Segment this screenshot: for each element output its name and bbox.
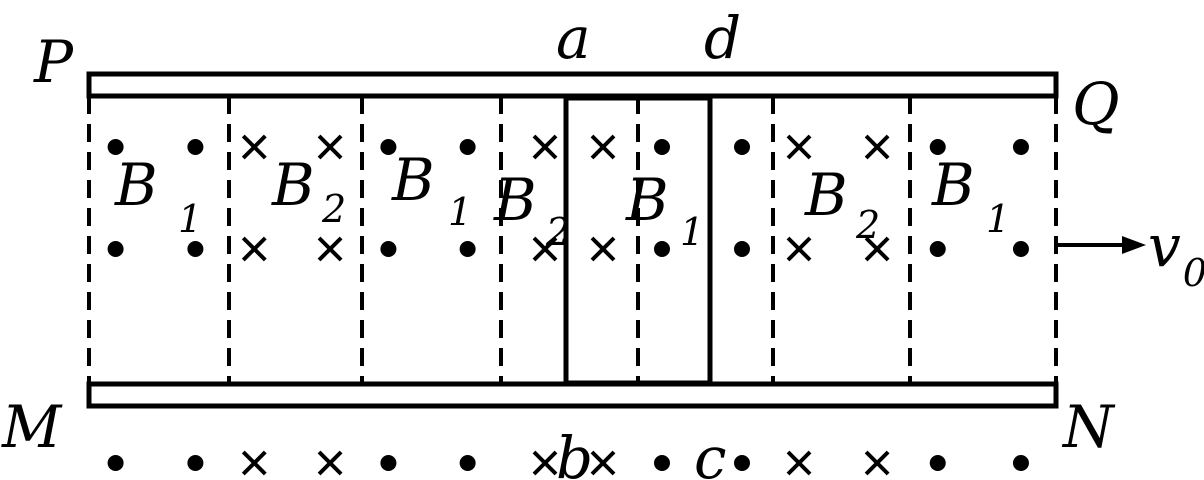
field-in-cross — [864, 236, 890, 262]
label-p: P — [33, 28, 74, 96]
field-in-cross — [241, 134, 267, 160]
region-label-b: B — [804, 161, 848, 229]
field-in-cross — [317, 450, 343, 476]
field-in-cross — [241, 236, 267, 262]
label-d: d — [704, 4, 741, 72]
field-in-cross — [590, 134, 616, 160]
region-label-subscript: 2 — [545, 210, 570, 254]
region-label-b: B — [114, 151, 158, 219]
label-velocity: v0 — [1148, 212, 1204, 295]
label-a: a — [556, 4, 591, 72]
field-out-dot — [734, 241, 750, 257]
field-in-cross — [786, 134, 812, 160]
region-label-subscript: 1 — [448, 190, 472, 234]
field-in-cross — [532, 450, 558, 476]
region-label-subscript: 1 — [178, 197, 202, 241]
field-out-dot — [929, 455, 946, 471]
region-label-subscript: 2 — [321, 187, 346, 231]
label-n: N — [1061, 393, 1116, 461]
field-out-dot — [929, 241, 946, 257]
field-out-dot — [380, 455, 397, 471]
region-label-subscript: 1 — [986, 197, 1010, 241]
top-rail-pq — [86, 71, 1059, 99]
field-in-cross — [864, 134, 890, 160]
field-out-dot — [187, 455, 204, 471]
field-out-dot — [654, 455, 670, 471]
field-out-dot — [459, 139, 476, 155]
field-out-dot — [107, 455, 124, 471]
field-out-dot — [1012, 455, 1029, 471]
field-in-cross — [317, 134, 343, 160]
region-boundaries — [87, 96, 1058, 384]
label-b: b — [556, 424, 593, 480]
field-out-dot — [654, 139, 670, 155]
label-q: Q — [1072, 70, 1120, 138]
field-in-cross — [532, 134, 558, 160]
region-label-b: B — [493, 166, 537, 234]
field-out-dot — [734, 455, 750, 471]
field-out-dot — [929, 139, 946, 155]
field-out-dot — [107, 241, 124, 257]
field-out-dot — [380, 241, 397, 257]
field-out-dot — [187, 241, 204, 257]
bottom-rail-mn — [86, 381, 1059, 409]
field-in-cross — [532, 236, 558, 262]
field-out-dot — [459, 241, 476, 257]
field-out-dot — [459, 455, 476, 471]
conducting-frame-abcd — [563, 95, 713, 386]
field-out-dot — [1012, 241, 1029, 257]
field-in-cross — [786, 450, 812, 476]
velocity-arrow — [1056, 236, 1146, 254]
field-in-cross — [590, 236, 616, 262]
field-in-cross — [241, 450, 267, 476]
field-in-cross — [864, 450, 890, 476]
field-out-dot — [1012, 139, 1029, 155]
region-label-b: B — [931, 151, 975, 219]
field-out-dot — [654, 241, 670, 257]
label-c: c — [694, 424, 726, 480]
region-label-subscript: 1 — [680, 210, 704, 254]
region-label-b: B — [625, 166, 669, 234]
region-label-b: B — [271, 151, 315, 219]
label-m: M — [1, 393, 63, 461]
field-in-cross — [317, 236, 343, 262]
field-in-cross — [786, 236, 812, 262]
field-out-dot — [107, 139, 124, 155]
field-out-dot — [187, 139, 204, 155]
field-out-dot — [380, 139, 397, 155]
region-label-subscript: 2 — [855, 203, 880, 247]
region-label-b: B — [391, 146, 435, 214]
field-out-dot — [734, 139, 750, 155]
field-markers — [107, 134, 1029, 476]
field-in-cross — [590, 450, 616, 476]
